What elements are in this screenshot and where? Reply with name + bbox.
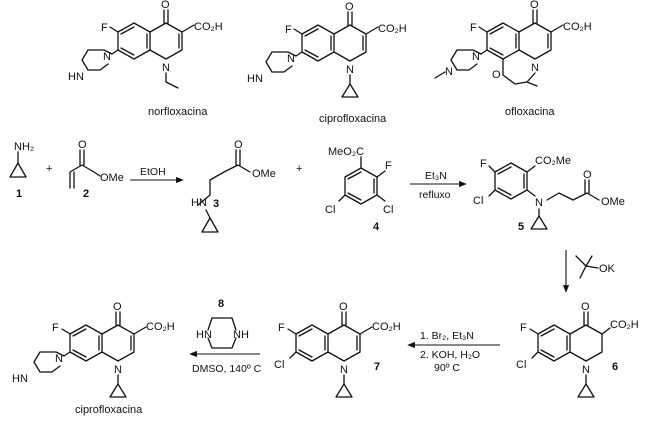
compound-number-2: 2 [83, 188, 89, 200]
compound-4-structure: MeO₂C F Cl Cl [325, 146, 393, 216]
atom-n: N [55, 353, 63, 365]
atom-o: O [530, 0, 539, 11]
atom-ome: OMe [100, 172, 124, 184]
compound-number-4: 4 [373, 221, 380, 233]
norfloxacina-structure: O CO₂H F N N HN [68, 0, 223, 89]
atom-f: F [278, 322, 285, 334]
atom-o: O [113, 301, 122, 313]
atom-cooh: CO₂H [378, 23, 407, 35]
atom-o: O [161, 0, 170, 11]
compound-number-8: 8 [218, 298, 224, 310]
atom-f: F [52, 322, 59, 334]
atom-cooh: CO₂H [372, 321, 401, 333]
compound-number-3: 3 [213, 198, 219, 210]
reagent-step1: EtOH [140, 166, 166, 178]
plus-sign: + [296, 163, 302, 175]
atom-cl: Cl [274, 359, 284, 371]
atom-f: F [520, 322, 527, 334]
atom-h: H [196, 329, 204, 341]
compound-8-structure: H N N H [196, 317, 249, 349]
drug-name-ciprofloxacina: ciprofloxacina [319, 113, 387, 125]
atom-o: O [78, 139, 87, 151]
atom-f: F [470, 22, 477, 34]
compound-1-structure: NH₂ [9, 141, 34, 178]
reagent-step5: DMSO, 140º C [192, 363, 262, 375]
atom-f: F [385, 160, 392, 172]
atom-o: O [492, 69, 501, 81]
atom-ome: OMe [601, 196, 625, 208]
atom-nh2: NH₂ [14, 141, 34, 153]
atom-cooh: CO₂H [610, 319, 639, 331]
compound-number-7: 7 [374, 361, 380, 373]
compound-number-6: 6 [612, 361, 618, 373]
compound-5-structure: F Cl CO₂Me N O OMe [473, 155, 625, 230]
atom-n: N [340, 364, 348, 376]
compound-6-structure: O CO₂H F Cl N [516, 301, 639, 398]
reagent-step4-line2: 2. KOH, H₂O [420, 349, 480, 361]
ciprofloxacina-structure: O CO₂H F N N HN [247, 1, 407, 98]
atom-n: N [531, 62, 539, 74]
atom-cl: Cl [383, 204, 393, 216]
ofloxacina-structure: O CO₂H F N O N N [434, 0, 592, 87]
atom-o: O [583, 169, 592, 181]
atom-hn: HN [12, 373, 28, 385]
atom-n: N [114, 364, 122, 376]
atom-o: O [234, 139, 243, 151]
atom-cl: Cl [516, 359, 526, 371]
compound-number-5: 5 [518, 221, 524, 233]
compound-3-structure: O OMe HN [191, 139, 276, 233]
atom-n: N [346, 64, 354, 76]
atom-cooh: CO₂H [563, 21, 592, 33]
atom-cooh: CO₂H [146, 321, 175, 333]
atom-n: N [162, 62, 170, 74]
atom-hn: HN [247, 73, 263, 85]
atom-meo2c: MeO₂C [328, 146, 364, 158]
tert-butoxide-structure: OK [575, 255, 616, 279]
compound-number-1: 1 [16, 188, 22, 200]
atom-cl: Cl [473, 195, 483, 207]
atom-n: N [535, 197, 543, 209]
atom-f: F [285, 24, 292, 36]
atom-ok: OK [599, 263, 616, 275]
atom-n: N [204, 329, 212, 341]
atom-cooh: CO₂H [194, 21, 223, 33]
atom-hn: HN [191, 197, 207, 209]
atom-n: N [287, 53, 295, 65]
reagent-step4-line3: 90º C [434, 362, 460, 374]
compound-7-structure: O CO₂H F Cl N [274, 301, 401, 398]
atom-h: H [241, 329, 249, 341]
atom-o: O [581, 301, 590, 313]
compound-2-structure: O OMe [69, 139, 124, 189]
ciprofloxacina-product-structure: O CO₂H F N N HN [12, 301, 175, 398]
reagent-step2-bottom: refluxo [419, 189, 451, 201]
product-name: ciprofloxacina [75, 404, 143, 416]
atom-o: O [339, 301, 348, 313]
atom-n: N [582, 364, 590, 376]
plus-sign: + [46, 163, 52, 175]
atom-ome: OMe [252, 168, 276, 180]
atom-f: F [480, 158, 487, 170]
reagent-step2-top: Et₃N [425, 170, 447, 182]
atom-n: N [472, 51, 480, 63]
atom-n: N [445, 66, 453, 78]
reagent-step4-line1: 1. Br₂, Et₃N [420, 330, 474, 342]
drug-name-norfloxacina: norfloxacina [148, 106, 208, 118]
atom-hn: HN [68, 71, 84, 83]
drug-name-ofloxacina: ofloxacina [505, 106, 555, 118]
atom-f: F [101, 22, 108, 34]
atom-n: N [233, 329, 241, 341]
atom-cl: Cl [325, 204, 335, 216]
atom-n: N [103, 51, 111, 63]
atom-co2me: CO₂Me [535, 155, 571, 167]
atom-o: O [345, 1, 354, 13]
